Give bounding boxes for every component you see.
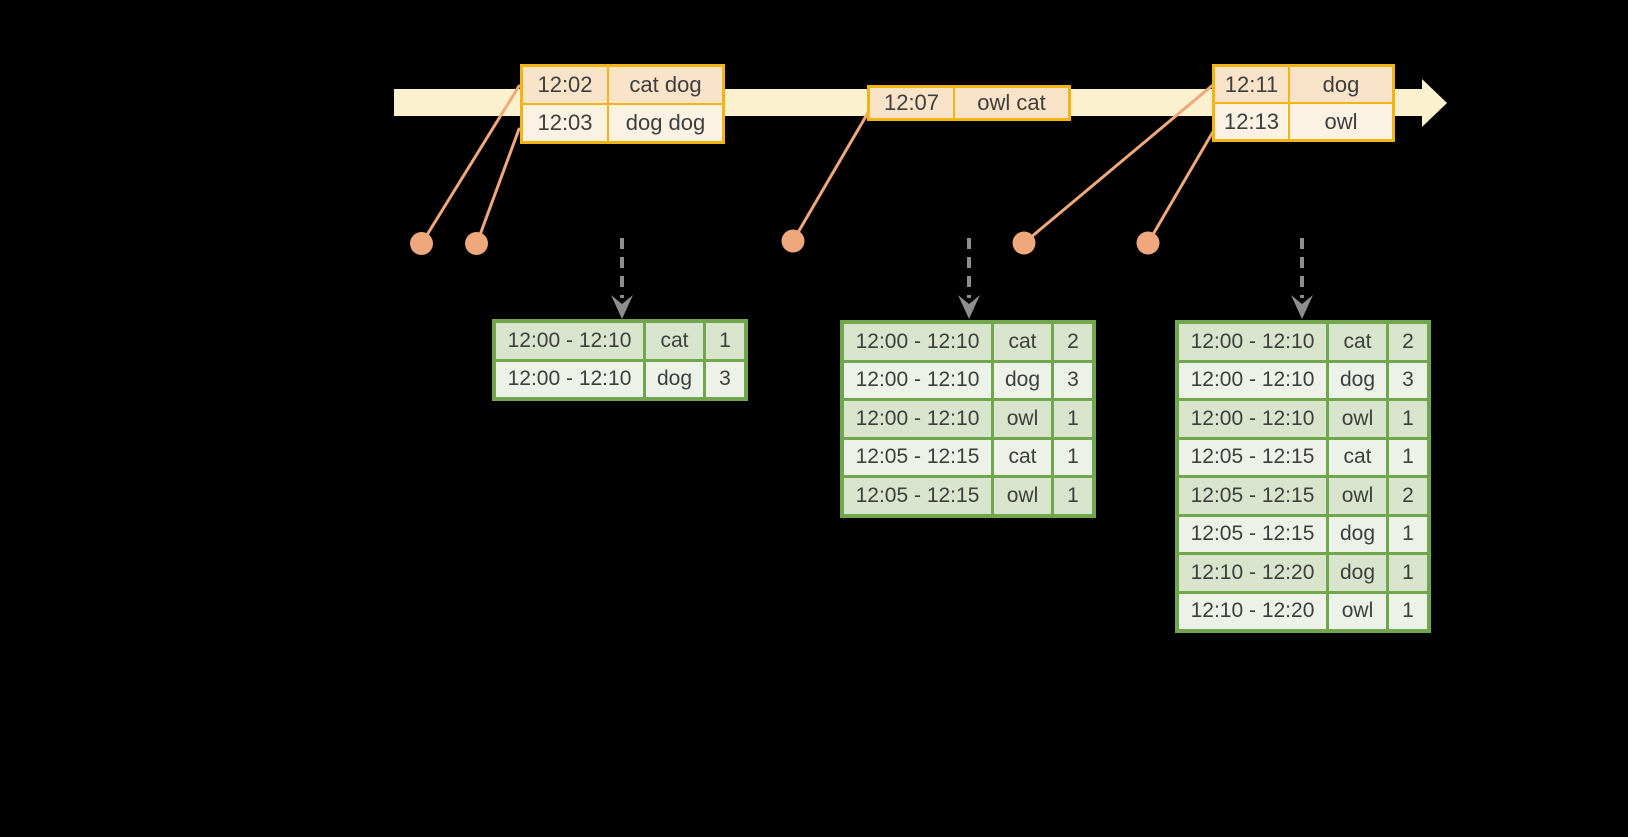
word-cell: cat <box>1329 439 1386 475</box>
event-box-3: 12:11 dog 12:13 owl <box>1212 64 1395 142</box>
word-cell: owl <box>1329 478 1386 514</box>
window-cell: 12:00 - 12:10 <box>844 324 991 360</box>
count-cell: 1 <box>1389 516 1427 552</box>
connector-line-4 <box>1022 82 1216 245</box>
event-time: 12:03 <box>523 105 607 141</box>
window-cell: 12:05 - 12:15 <box>1179 516 1326 552</box>
count-cell: 3 <box>1054 362 1092 398</box>
event-words: owl <box>1290 104 1392 139</box>
count-cell: 1 <box>1054 478 1092 514</box>
connector-line-5 <box>1146 128 1216 245</box>
window-cell: 12:00 - 12:10 <box>1179 362 1326 398</box>
result-table-3: 12:00 - 12:10 cat 2 12:00 - 12:10 dog 3 … <box>1175 320 1431 633</box>
count-cell: 1 <box>1389 401 1427 437</box>
event-dot-1 <box>410 232 433 255</box>
window-cell: 12:00 - 12:10 <box>1179 401 1326 437</box>
window-cell: 12:05 - 12:15 <box>844 478 991 514</box>
word-cell: cat <box>1329 324 1386 360</box>
event-dot-2 <box>465 232 488 255</box>
word-cell: owl <box>1329 593 1386 629</box>
connector-line-1 <box>420 84 521 245</box>
event-words: cat dog <box>609 67 722 103</box>
event-words: dog <box>1290 67 1392 102</box>
event-box-1: 12:02 cat dog 12:03 dog dog <box>520 64 725 144</box>
event-dot-5 <box>1136 231 1160 255</box>
event-dot-3 <box>781 229 805 253</box>
word-cell: dog <box>994 362 1051 398</box>
count-cell: 1 <box>1389 593 1427 629</box>
word-cell: dog <box>1329 362 1386 398</box>
trigger-arrows <box>620 238 1304 298</box>
word-cell: cat <box>994 324 1051 360</box>
window-cell: 12:00 - 12:10 <box>496 361 643 397</box>
word-cell: owl <box>994 401 1051 437</box>
word-cell: cat <box>646 323 703 359</box>
event-dot-4 <box>1012 231 1036 255</box>
connector-line-2 <box>475 127 521 245</box>
word-cell: dog <box>646 361 703 397</box>
trigger-arrowheads <box>611 295 1313 319</box>
window-cell: 12:00 - 12:10 <box>844 401 991 437</box>
connector-line-3 <box>791 109 871 243</box>
count-cell: 3 <box>1389 362 1427 398</box>
word-cell: dog <box>1329 516 1386 552</box>
event-box-2: 12:07 owl cat <box>867 85 1071 121</box>
count-cell: 1 <box>1389 439 1427 475</box>
window-cell: 12:00 - 12:10 <box>1179 324 1326 360</box>
result-table-2: 12:00 - 12:10 cat 2 12:00 - 12:10 dog 3 … <box>840 320 1096 518</box>
window-cell: 12:10 - 12:20 <box>1179 593 1326 629</box>
count-cell: 1 <box>1389 555 1427 591</box>
count-cell: 3 <box>706 361 744 397</box>
event-time: 12:02 <box>523 67 607 103</box>
window-cell: 12:10 - 12:20 <box>1179 555 1326 591</box>
count-cell: 1 <box>706 323 744 359</box>
trigger-arrowhead-icon-1 <box>611 295 633 319</box>
timeline-arrowhead-icon <box>1422 79 1447 127</box>
window-cell: 12:00 - 12:10 <box>496 323 643 359</box>
word-cell: cat <box>994 439 1051 475</box>
count-cell: 1 <box>1054 401 1092 437</box>
word-cell: dog <box>1329 555 1386 591</box>
count-cell: 2 <box>1389 478 1427 514</box>
window-cell: 12:05 - 12:15 <box>1179 478 1326 514</box>
count-cell: 1 <box>1054 439 1092 475</box>
connector-lines <box>420 82 1216 245</box>
event-time: 12:11 <box>1215 67 1288 102</box>
word-cell: owl <box>1329 401 1386 437</box>
window-cell: 12:05 - 12:15 <box>1179 439 1326 475</box>
event-dots <box>410 229 1160 255</box>
count-cell: 2 <box>1389 324 1427 360</box>
window-cell: 12:00 - 12:10 <box>844 362 991 398</box>
count-cell: 2 <box>1054 324 1092 360</box>
event-time: 12:07 <box>870 88 953 118</box>
trigger-arrowhead-icon-3 <box>1291 295 1313 319</box>
result-table-1: 12:00 - 12:10 cat 1 12:00 - 12:10 dog 3 <box>492 319 748 401</box>
trigger-arrowhead-icon-2 <box>958 295 980 319</box>
event-words: owl cat <box>955 88 1068 118</box>
event-words: dog dog <box>609 105 722 141</box>
event-time: 12:13 <box>1215 104 1288 139</box>
word-cell: owl <box>994 478 1051 514</box>
window-cell: 12:05 - 12:15 <box>844 439 991 475</box>
